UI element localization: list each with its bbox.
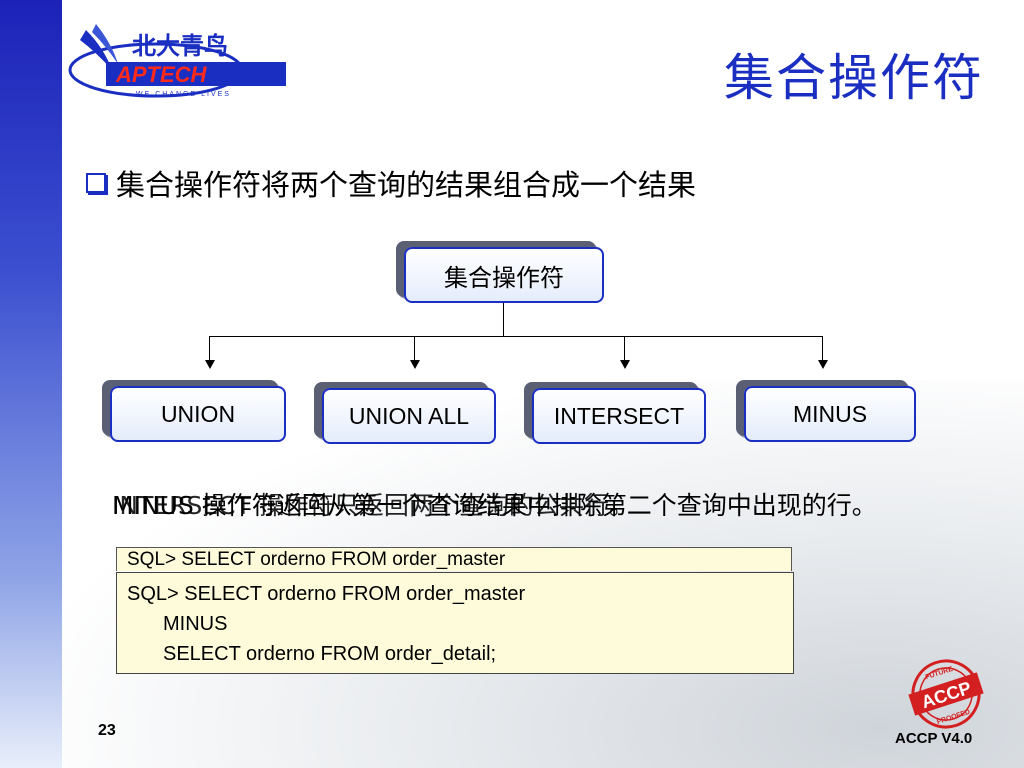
diagram-root-label: 集合操作符 <box>444 263 564 292</box>
connector-union-all <box>414 336 415 362</box>
bullet-point: 集合操作符将两个查询的结果组合成一个结果 <box>86 162 696 204</box>
arrow-down-icon <box>818 360 828 369</box>
connector-root-stem <box>503 303 504 337</box>
connector-union <box>209 336 210 362</box>
connector-horizontal <box>209 336 823 337</box>
arrow-down-icon <box>205 360 215 369</box>
node-label: INTERSECT <box>553 402 685 429</box>
stamp-bottom-text: PROOFED <box>936 709 971 726</box>
logo-cn-text: 北大青鸟 <box>132 32 228 60</box>
node-label: MINUS <box>792 400 868 427</box>
description-overlapped-text: INTERSECT 操作符只返回两个查询的公共行。 <box>112 491 634 520</box>
diagram-node-minus: MINUS <box>744 386 916 442</box>
left-gradient-band <box>0 0 62 768</box>
arrow-down-icon <box>620 360 630 369</box>
checkbox-bullet-icon <box>86 173 106 193</box>
arrow-down-icon <box>410 360 420 369</box>
code-block: SQL> SELECT orderno FROM order_master MI… <box>116 572 794 674</box>
connector-minus <box>822 336 823 362</box>
diagram-node-union: UNION <box>110 386 286 442</box>
node-label: UNION ALL <box>348 402 470 429</box>
slide-title: 集合操作符 <box>724 49 984 107</box>
code-block-overlapped: SQL> SELECT orderno FROM order_master <box>116 547 792 571</box>
aptech-logo: 北大青鸟 APTECH WE CHANGE LIVES <box>68 24 286 98</box>
code-line: MINUS <box>163 613 228 635</box>
description-text: MINUS 操作符返回从第一个查询结果中排除第二个查询中出现的行。 <box>112 491 877 520</box>
code-line: SELECT orderno FROM order_detail; <box>163 643 497 665</box>
diagram-node-intersect: INTERSECT <box>532 388 706 444</box>
page-number: 23 <box>98 722 116 739</box>
logo-tagline: WE CHANGE LIVES <box>136 91 231 98</box>
bullet-text: 集合操作符将两个查询的结果组合成一个结果 <box>116 168 697 202</box>
connector-intersect <box>624 336 625 362</box>
code-line: SQL> SELECT orderno FROM order_master <box>127 583 526 605</box>
diagram-root-node: 集合操作符 <box>404 247 604 303</box>
diagram-node-union-all: UNION ALL <box>322 388 496 444</box>
logo-brand-text: APTECH <box>115 62 208 87</box>
accp-stamp-logo: ACCP FUTURE PROOFED <box>908 659 984 729</box>
node-label: UNION <box>160 400 236 427</box>
version-label: ACCP V4.0 <box>895 730 973 747</box>
